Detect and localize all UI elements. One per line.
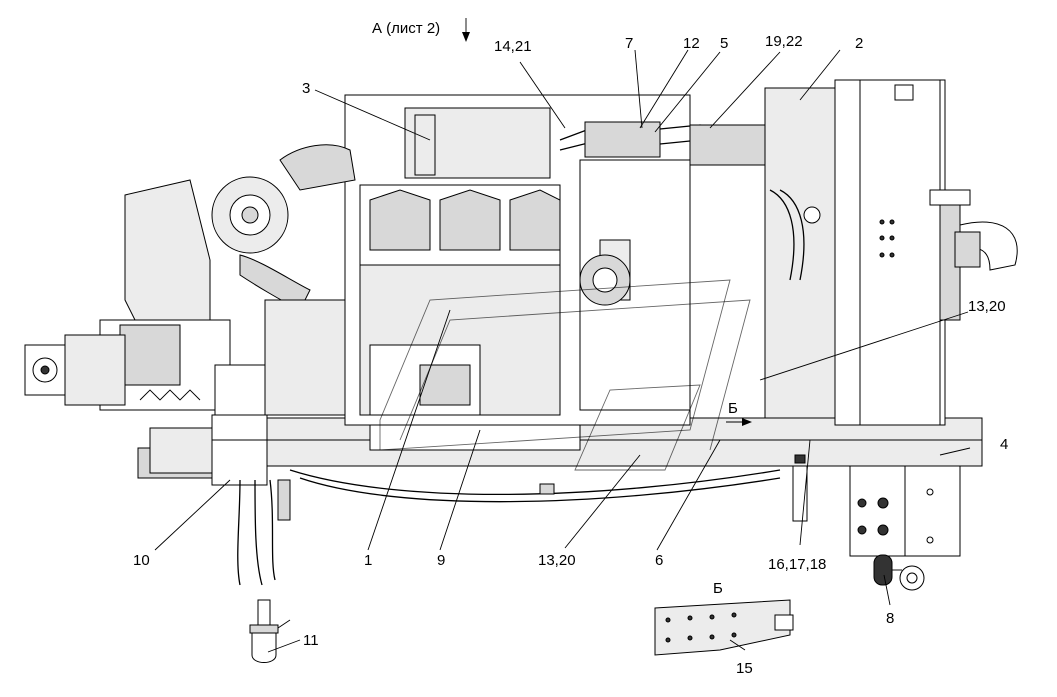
callout-8: 8	[886, 610, 895, 627]
callout-5: 5	[720, 35, 729, 52]
callout-19-22: 19,22	[765, 33, 803, 50]
leader-lines	[154, 49, 971, 653]
callout-16-17-18: 16,17,18	[768, 556, 827, 573]
callout-3: 3	[302, 80, 311, 97]
detail-b-bracket	[654, 599, 794, 656]
callout-13-20-top: 13,20	[968, 298, 1006, 315]
view-b-detail-label: Б	[713, 580, 723, 597]
callout-7: 7	[625, 35, 634, 52]
callout-11: 11	[303, 632, 319, 649]
callout-1: 1	[364, 552, 373, 569]
cable-harness	[237, 469, 781, 586]
callout-6: 6	[655, 552, 664, 569]
view-b-arrow-label: Б	[728, 400, 738, 417]
detail-11-sensor	[249, 599, 291, 663]
callout-4: 4	[1000, 436, 1009, 453]
view-a-label: А (лист 2)	[372, 20, 441, 37]
callout-2: 2	[855, 35, 864, 52]
callout-14-21: 14,21	[494, 38, 532, 55]
callout-15: 15	[736, 660, 753, 677]
callout-12: 12	[683, 35, 700, 52]
radiator-unit	[764, 79, 1018, 426]
view-arrows	[462, 18, 752, 426]
base-frame	[137, 414, 983, 557]
detail-8-pulley	[873, 554, 925, 591]
callout-10: 10	[133, 552, 150, 569]
turbo-and-accessories	[24, 144, 356, 416]
callout-13-20-bottom: 13,20	[538, 552, 576, 569]
engine-block	[344, 94, 766, 451]
phantom-outline	[379, 279, 751, 471]
callout-9: 9	[437, 552, 446, 569]
